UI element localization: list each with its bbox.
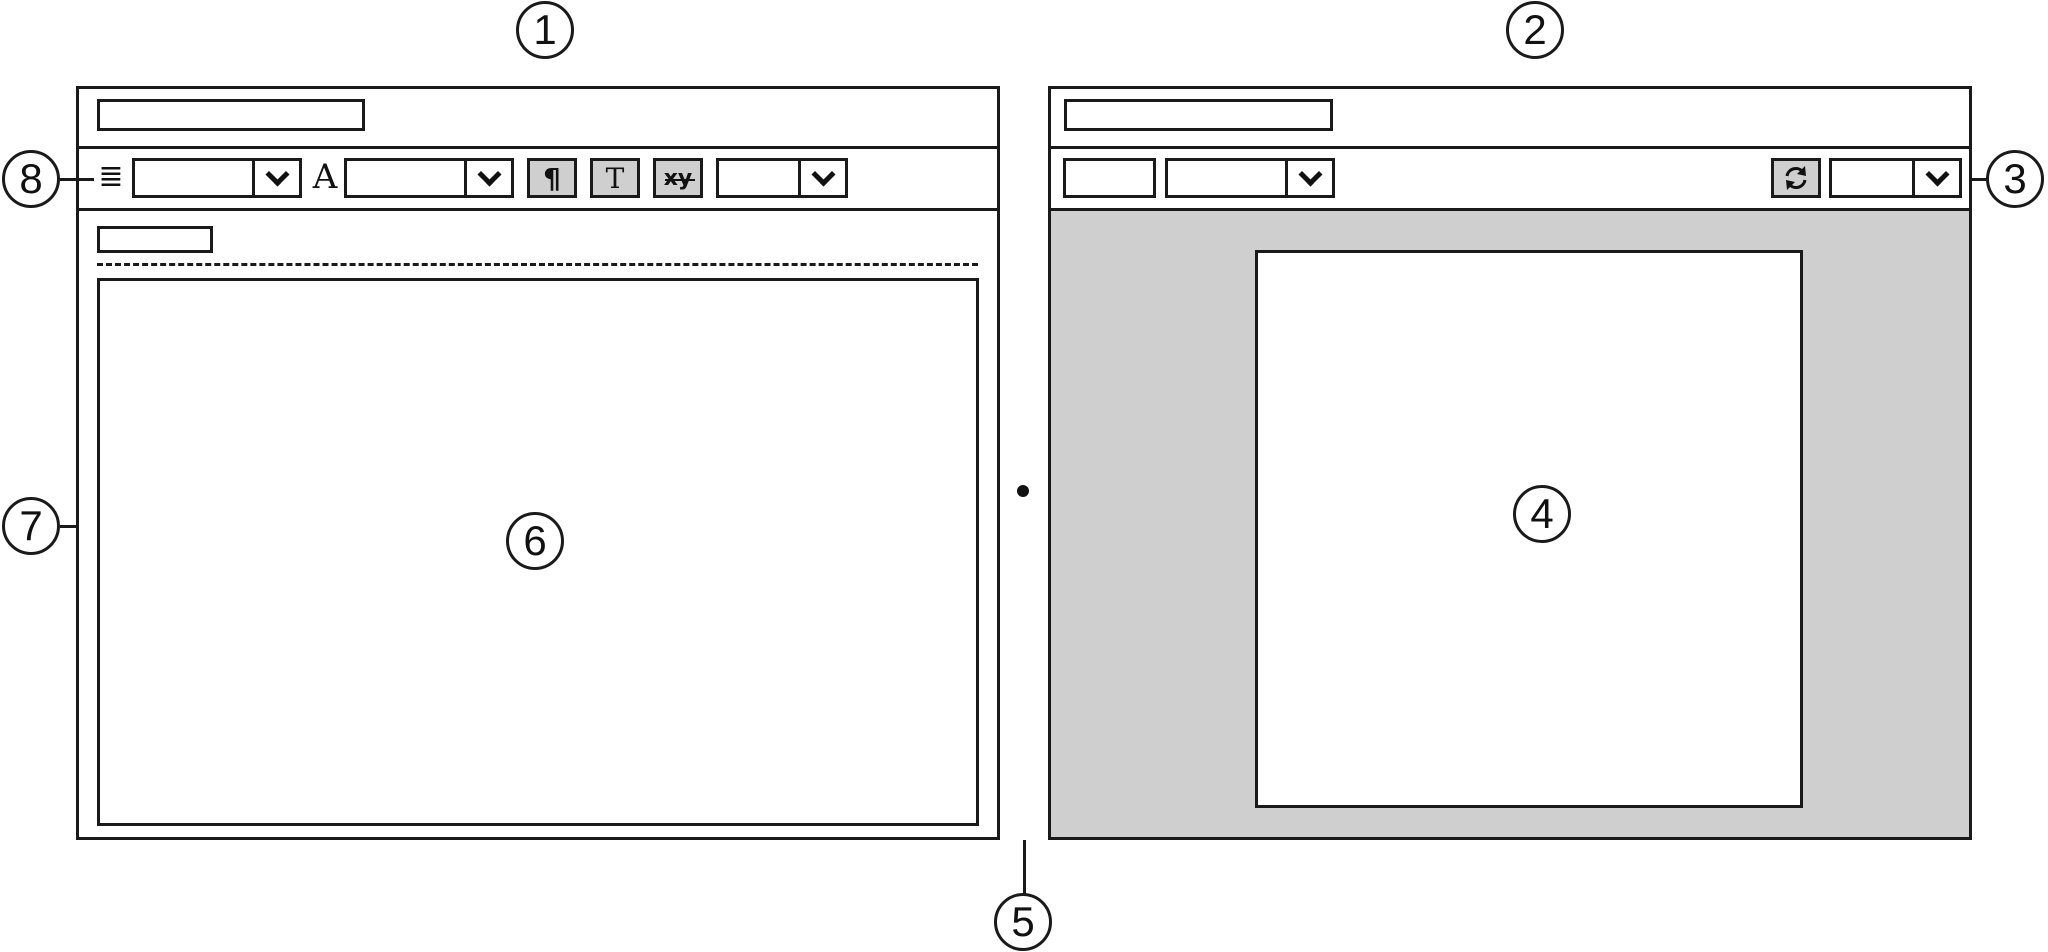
callout-3: 3 (1986, 150, 2044, 208)
editor-title-field[interactable] (97, 99, 365, 131)
zoom-dropdown[interactable] (1829, 158, 1962, 198)
paragraph-icon[interactable]: ¶ (527, 158, 577, 198)
size-dropdown[interactable] (716, 158, 848, 198)
xy-icon[interactable]: xy (653, 158, 703, 198)
preview-titlebar-divider (1048, 146, 1972, 149)
text-icon[interactable]: T (590, 158, 640, 198)
preview-toolbar-divider (1048, 208, 1972, 211)
callout-7: 7 (2, 497, 60, 555)
callout-1: 1 (516, 1, 574, 59)
font-dropdown[interactable] (344, 158, 514, 198)
leader-7 (60, 525, 76, 528)
leader-3 (1972, 178, 1986, 181)
callout-4: 4 (1513, 485, 1571, 543)
editor-titlebar-divider (76, 146, 1000, 149)
chevron-down-icon[interactable] (1285, 161, 1332, 195)
refresh-glyph (1785, 166, 1807, 190)
leader-8 (60, 178, 94, 181)
splitter-handle[interactable] (1017, 485, 1029, 497)
chevron-down-icon[interactable] (1912, 161, 1959, 195)
chevron-down-icon[interactable] (252, 161, 299, 195)
preview-title-field[interactable] (1064, 99, 1333, 131)
callout-2: 2 (1506, 1, 1564, 59)
callout-5: 5 (994, 893, 1052, 951)
preview-small-field[interactable] (1063, 158, 1156, 198)
editor-small-field[interactable] (97, 226, 213, 253)
chevron-down-icon[interactable] (798, 161, 845, 195)
paragraph-style-dropdown[interactable] (132, 158, 302, 198)
align-icon[interactable]: ≣ (98, 159, 124, 194)
callout-6: 6 (506, 512, 564, 570)
editor-toolbar-divider (76, 208, 1000, 211)
xy-strike (665, 179, 695, 181)
chevron-down-icon[interactable] (464, 161, 511, 195)
callout-8: 8 (2, 150, 60, 208)
refresh-icon[interactable] (1771, 158, 1821, 198)
leader-5 (1023, 840, 1026, 896)
dashed-separator (97, 263, 978, 266)
preview-dropdown[interactable] (1165, 158, 1335, 198)
font-icon[interactable]: A (312, 157, 338, 197)
